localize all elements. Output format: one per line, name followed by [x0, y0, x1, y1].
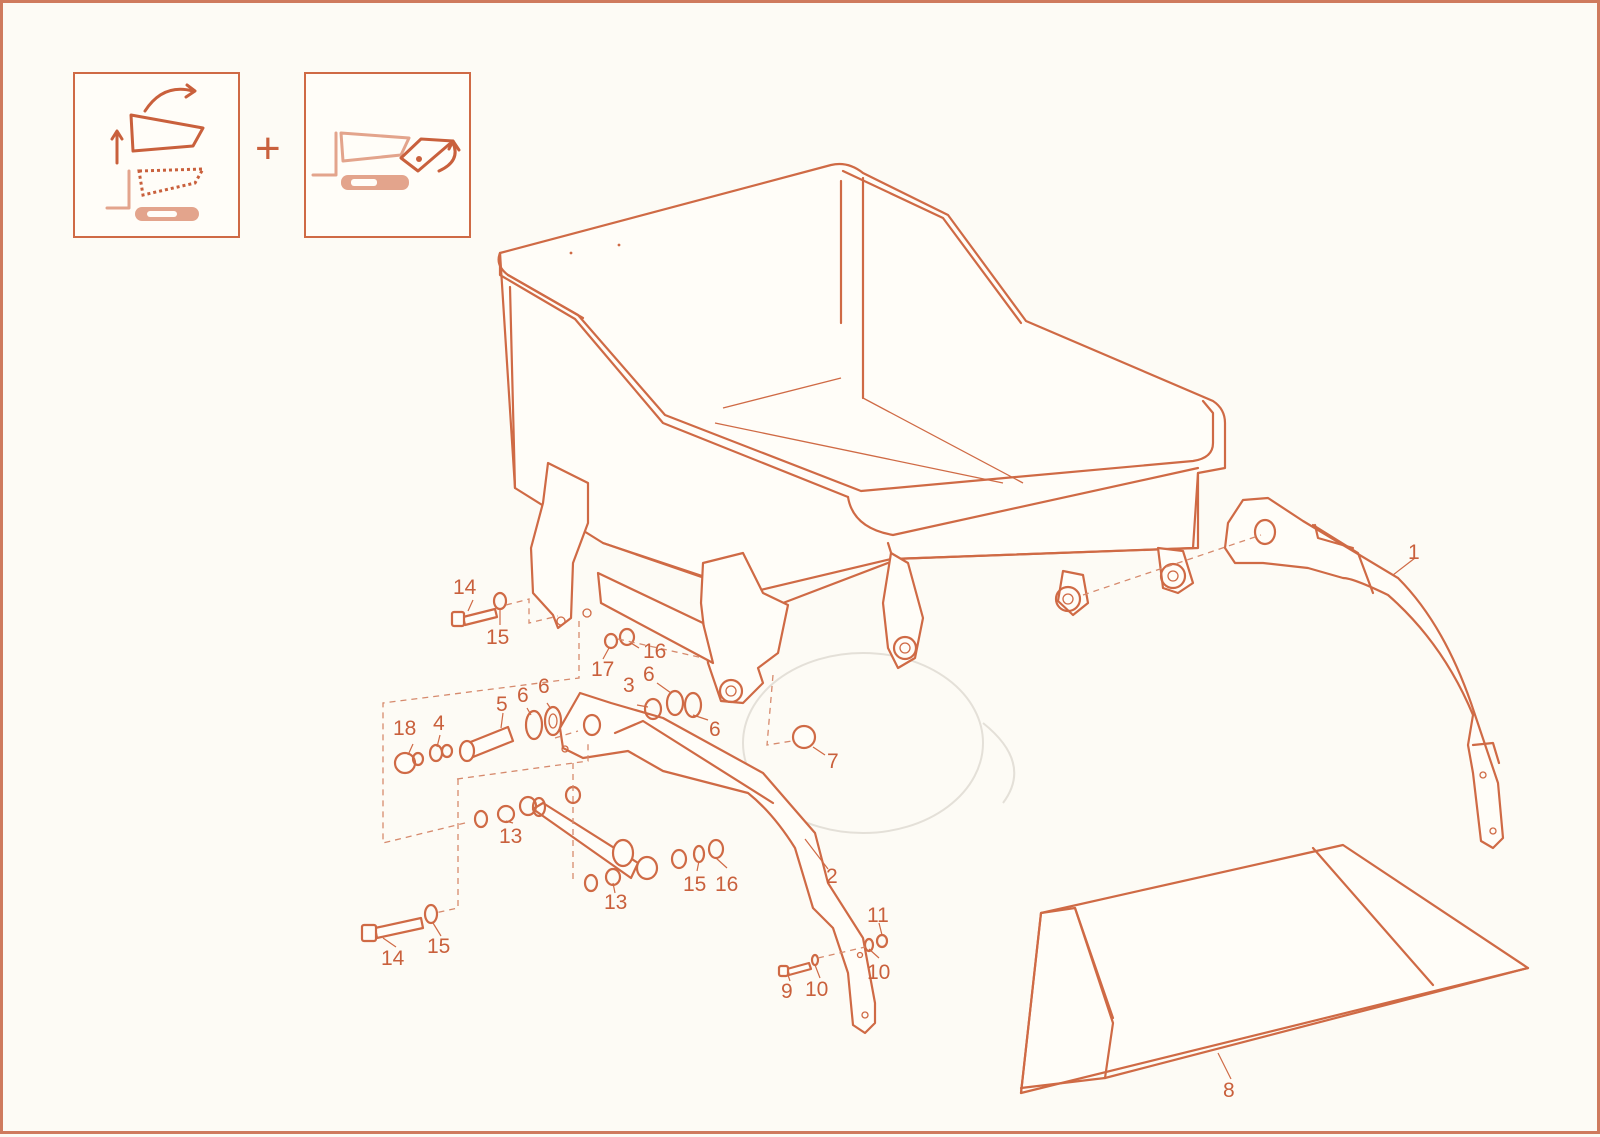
label-part-16b: 16: [715, 873, 738, 896]
part-number-labels: 1 2 3 4 5 6 6 6 6 7 8 9 10 10 11 13 13 1…: [381, 541, 1420, 1102]
exploded-view-drawing: +: [73, 72, 1530, 1102]
label-part-13a: 13: [499, 825, 522, 848]
leader-lines: [382, 557, 1416, 1080]
label-part-13b: 13: [604, 891, 627, 914]
label-part-10b: 10: [867, 961, 890, 984]
label-part-2: 2: [826, 865, 838, 888]
excavator-bucket-icon: [311, 131, 461, 190]
label-part-14a: 14: [453, 576, 477, 599]
label-part-4: 4: [433, 712, 445, 735]
label-part-17: 17: [591, 658, 614, 681]
label-part-10a: 10: [805, 978, 828, 1001]
label-part-14b: 14: [381, 947, 405, 970]
label-part-16a: 16: [643, 640, 666, 663]
label-part-18: 18: [393, 717, 416, 740]
label-part-9: 9: [781, 980, 793, 1003]
label-part-6a: 6: [517, 684, 529, 707]
label-part-3: 3: [623, 674, 635, 697]
label-part-15b: 15: [683, 873, 706, 896]
alignment-lines: [382, 534, 1262, 959]
tipping-bucket-body: [497, 162, 1227, 605]
header-icon-group: +: [73, 72, 471, 238]
hardware-parts: [360, 591, 889, 978]
blade-part-8: [1019, 843, 1530, 1095]
label-part-15a: 15: [486, 626, 509, 649]
label-part-11: 11: [867, 904, 889, 927]
label-part-15c: 15: [427, 935, 450, 958]
arm-part-1: [1223, 496, 1505, 850]
label-part-5: 5: [496, 693, 508, 716]
left-mount-brackets: [529, 461, 1195, 705]
label-part-6d: 6: [709, 718, 721, 741]
arm-part-2: [558, 691, 877, 1035]
plus-sign: +: [255, 124, 281, 173]
label-part-6c: 6: [643, 663, 655, 686]
label-part-7: 7: [827, 750, 839, 773]
label-part-1: 1: [1408, 541, 1420, 564]
label-part-6b: 6: [538, 675, 550, 698]
label-part-8: 8: [1223, 1079, 1235, 1102]
tipping-bucket-icon: [105, 83, 206, 221]
